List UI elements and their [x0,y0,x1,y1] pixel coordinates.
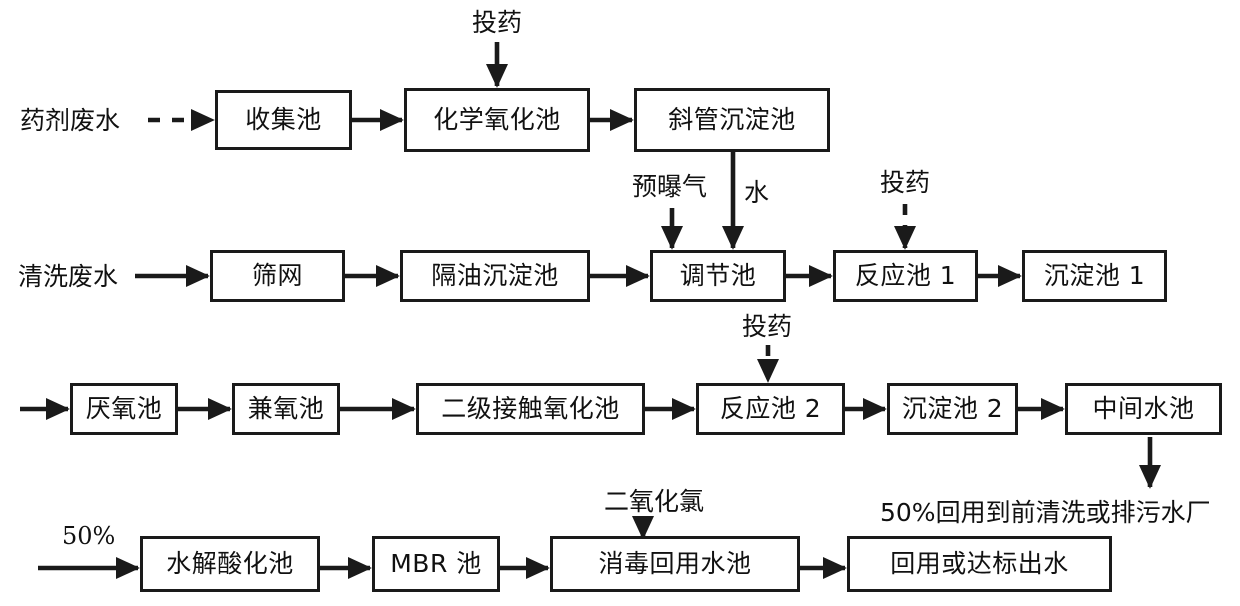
node-settling-tank-1-label: 沉淀池 1 [1043,260,1146,290]
node-collect: 收集池 [215,90,352,150]
node-regulating-tank: 调节池 [650,250,786,302]
node-settling-tank-1: 沉淀池 1 [1022,250,1167,302]
node-tube-settler: 斜管沉淀池 [634,88,830,152]
node-intermediate-tank: 中间水池 [1065,383,1222,435]
node-reaction-tank-1: 反应池 1 [833,250,978,302]
node-secondary-contact-oxidation: 二级接触氧化池 [416,383,645,435]
label-reflux-percent: 50% [62,522,116,550]
node-hydrolysis-acidification: 水解酸化池 [140,536,320,592]
node-settling-tank-2: 沉淀池 2 [887,383,1018,435]
label-wash-wastewater: 清洗废水 [18,262,119,291]
label-chlorine-dioxide: 二氧化氯 [604,487,705,516]
node-anaerobic-tank: 厌氧池 [70,383,178,435]
label-water: 水 [744,178,770,207]
label-drug-wastewater: 药剂废水 [20,106,121,135]
node-reaction-tank-2: 反应池 2 [696,383,845,435]
label-dosing-2: 投药 [880,168,931,197]
node-anaerobic-tank-label: 厌氧池 [85,393,163,423]
node-reuse-or-standard-effluent-label: 回用或达标出水 [890,548,1069,578]
node-screen-label: 筛网 [251,260,303,290]
node-chemical-oxidation: 化学氧化池 [404,88,590,152]
node-mbr-tank-label: MBR 池 [390,548,482,578]
node-reaction-tank-2-label: 反应池 2 [719,393,822,423]
node-mbr-tank: MBR 池 [372,536,500,592]
node-collect-label: 收集池 [245,104,322,134]
node-facultative-tank: 兼氧池 [232,383,340,435]
node-tube-settler-label: 斜管沉淀池 [668,104,796,134]
label-pre-aeration: 预曝气 [632,172,708,201]
label-dosing-1: 投药 [472,8,523,37]
node-hydrolysis-acidification-label: 水解酸化池 [166,548,294,578]
node-oil-separation-settler-label: 隔油沉淀池 [431,260,559,290]
node-reuse-or-standard-effluent: 回用或达标出水 [847,536,1112,592]
node-settling-tank-2-label: 沉淀池 2 [901,393,1004,423]
node-disinfection-reuse-tank: 消毒回用水池 [550,536,800,592]
label-dosing-3: 投药 [742,312,793,341]
node-screen: 筛网 [210,250,345,302]
label-reuse-note: 50%回用到前清洗或排污水厂 [880,498,1211,527]
node-secondary-contact-oxidation-label: 二级接触氧化池 [441,393,620,423]
node-intermediate-tank-label: 中间水池 [1092,393,1195,423]
node-regulating-tank-label: 调节池 [679,260,757,290]
node-oil-separation-settler: 隔油沉淀池 [400,250,590,302]
node-disinfection-reuse-tank-label: 消毒回用水池 [598,548,752,578]
node-facultative-tank-label: 兼氧池 [247,393,325,423]
node-reaction-tank-1-label: 反应池 1 [854,260,957,290]
node-chemical-oxidation-label: 化学氧化池 [433,104,561,134]
